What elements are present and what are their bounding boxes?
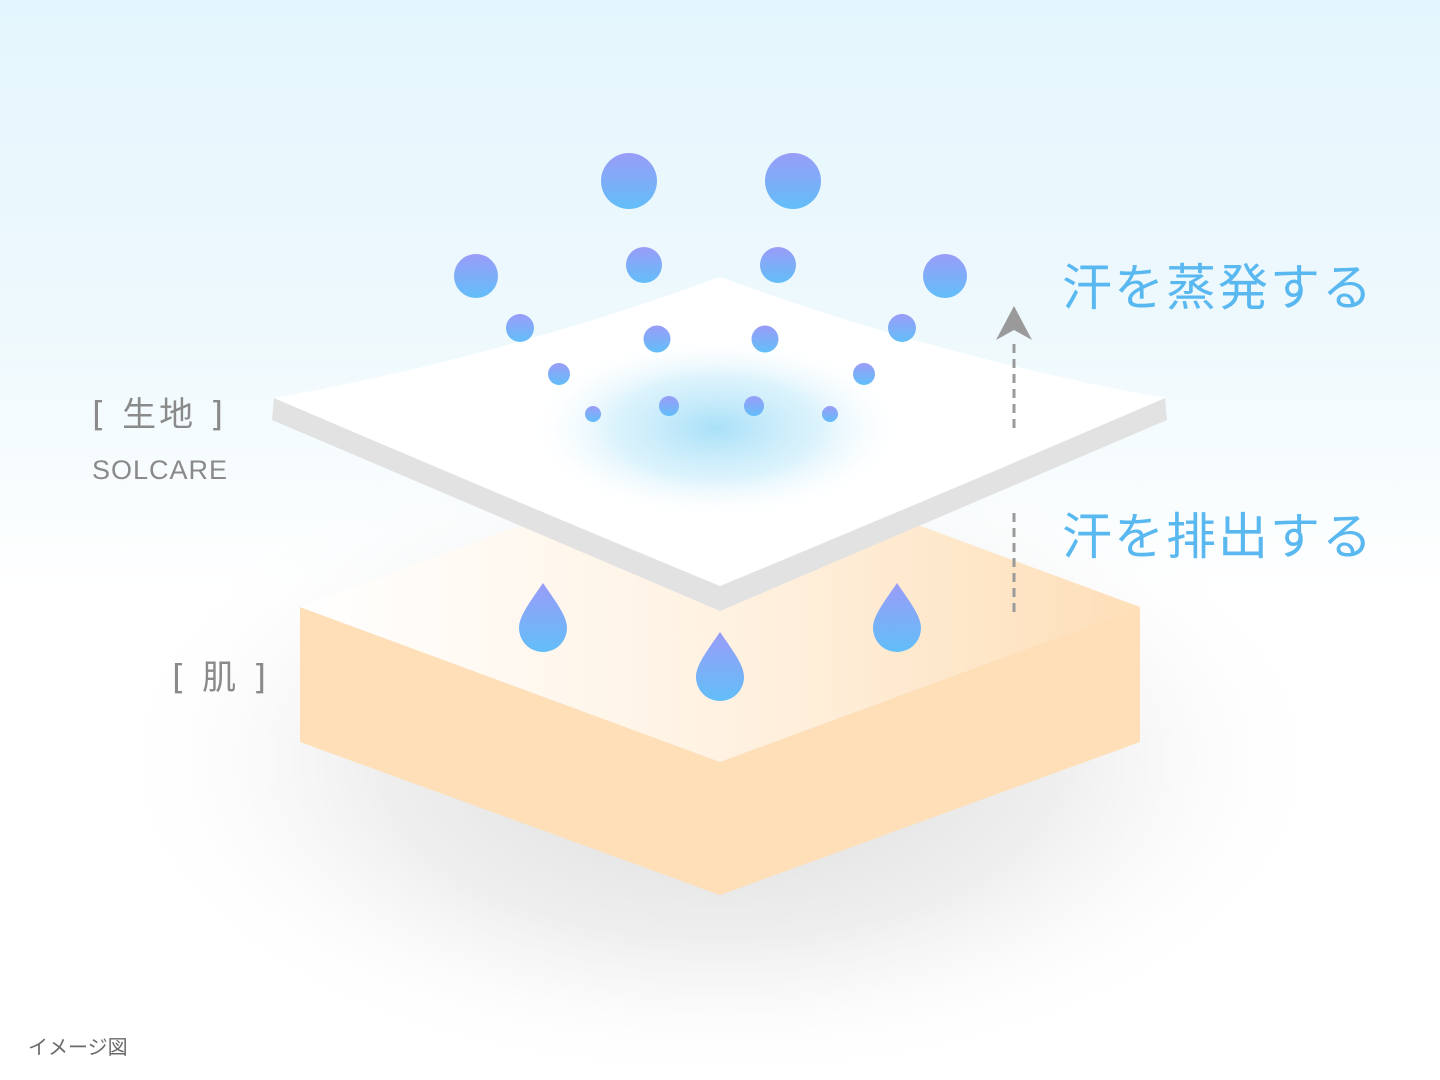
fabric-layer	[272, 277, 1167, 611]
image-note: イメージ図	[28, 1035, 128, 1059]
vapor-bubble-icon	[765, 153, 821, 209]
vapor-bubbles	[454, 153, 967, 422]
evaporate-label: 汗を蒸発する	[1062, 259, 1374, 317]
vapor-bubble-icon	[659, 396, 679, 416]
flow-arrows	[996, 306, 1032, 612]
vapor-bubble-icon	[888, 314, 916, 342]
discharge-label: 汗を排出する	[1062, 508, 1374, 566]
vapor-bubble-icon	[760, 247, 796, 283]
sweat-droplet-icon	[696, 632, 744, 701]
vapor-bubble-icon	[744, 396, 764, 416]
skin-side-left	[300, 607, 720, 895]
vapor-bubble-icon	[506, 314, 534, 342]
sweat-droplet-icon	[519, 583, 567, 652]
vapor-bubble-icon	[822, 406, 838, 422]
vapor-bubble-icon	[853, 363, 875, 385]
vapor-bubble-icon	[454, 254, 498, 298]
vapor-bubble-icon	[548, 363, 570, 385]
up-arrow-icon	[996, 306, 1032, 340]
vapor-bubble-icon	[626, 247, 662, 283]
vapor-bubble-icon	[643, 325, 671, 353]
fabric-brand-label: SOLCARE	[92, 455, 229, 485]
vapor-bubble-icon	[585, 406, 601, 422]
skin-side-right	[720, 607, 1140, 895]
vapor-bubble-icon	[923, 254, 967, 298]
fabric-label: [ 生地 ]	[92, 395, 227, 435]
sweat-droplet-icon	[873, 583, 921, 652]
vapor-bubble-icon	[601, 153, 657, 209]
sweat-droplets	[519, 583, 921, 701]
skin-label: [ 肌 ]	[172, 658, 270, 698]
moisture-glow	[528, 336, 904, 520]
vapor-bubble-icon	[751, 325, 779, 353]
